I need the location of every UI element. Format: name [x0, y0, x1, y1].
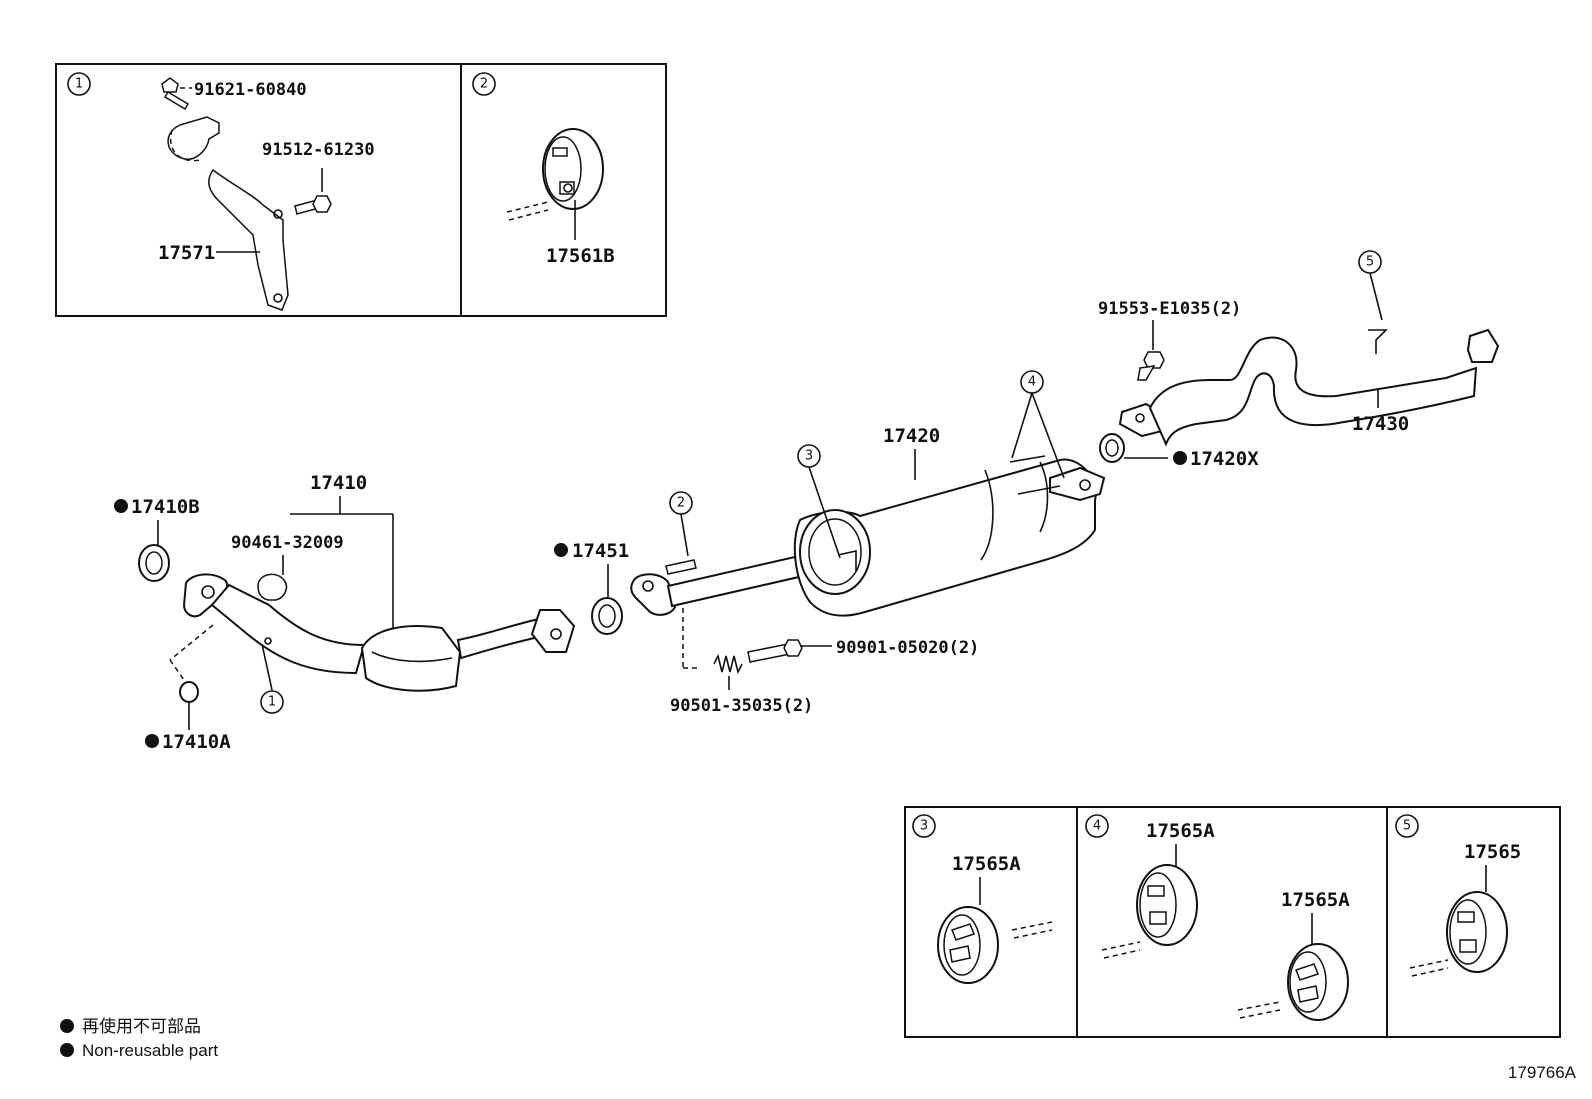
legend: 再使用不可部品 Non-reusable part: [60, 1016, 218, 1060]
non-reusable-mark: [60, 1019, 74, 1033]
detail-3: 3 17565A: [912, 814, 1053, 984]
part-label-17451: 17451: [572, 540, 629, 562]
part-label-91621: 91621-60840: [194, 80, 307, 100]
clamp-90461: 90461-32009: [231, 533, 344, 601]
bolt-90901: 90901-05020(2): [747, 638, 979, 663]
bracket-17571-icon: [208, 168, 289, 311]
part-label-17430: 17430: [1352, 413, 1409, 435]
bolt-91553: 91553-E1035(2): [1098, 299, 1241, 381]
callout-2-label: 2: [480, 77, 488, 92]
nut-17410A-icon: [179, 681, 199, 703]
part-label-91553: 91553-E1035(2): [1098, 299, 1241, 319]
callout-3-label: 3: [920, 819, 928, 834]
part-label-90901: 90901-05020(2): [836, 638, 979, 658]
tail-pipe-17430: 5 17430: [1118, 250, 1500, 447]
non-reusable-mark: [1173, 451, 1187, 465]
part-label-17420: 17420: [883, 425, 940, 447]
tail-tip-icon: [1466, 328, 1500, 363]
detail-box-1-2: [55, 63, 667, 317]
callout-2-main-label: 2: [677, 496, 685, 511]
clamp-90461-icon: [257, 573, 288, 601]
non-reusable-mark: [114, 499, 128, 513]
bolt-90901-icon: [747, 643, 791, 663]
part-label-17571: 17571: [158, 242, 215, 264]
spring-90501-icon: [713, 653, 743, 675]
rubber-hanger-17561B-icon: [542, 128, 604, 210]
tail-pipe-icon: [1148, 336, 1478, 447]
bolt-91512-icon: [294, 195, 332, 215]
muffler-body-icon: [793, 458, 1097, 617]
detail-4: 4 17565A 17565A: [1085, 814, 1350, 1021]
part-label-17565-detail-5: 17565: [1464, 841, 1521, 863]
clamp-icon: [167, 116, 220, 162]
callout-2-circle: [472, 72, 496, 96]
part-label-17420X: 17420X: [1190, 448, 1259, 470]
part-label-91512: 91512-61230: [262, 140, 375, 160]
bolt-91621-icon: [161, 77, 190, 111]
detail-2: 2 17561B: [472, 72, 615, 267]
part-label-17565A-detail-3: 17565A: [952, 853, 1021, 875]
callout-4-label: 4: [1093, 819, 1101, 834]
detail-box-3-4-5: [904, 806, 1561, 1038]
part-label-90461: 90461-32009: [231, 533, 344, 553]
part-label-17565A-detail-4a: 17565A: [1146, 820, 1215, 842]
figure-id: 179766A: [1508, 1063, 1577, 1082]
catalyst-icon: [360, 625, 462, 692]
legend-text-en: Non-reusable part: [82, 1041, 218, 1060]
callout-5-label: 5: [1403, 819, 1411, 834]
non-reusable-mark: [60, 1043, 74, 1057]
callout-1-circle: [67, 72, 91, 96]
callout-1-main: 1: [260, 643, 284, 714]
callout-5-main-label: 5: [1366, 255, 1374, 270]
front-pipe-icon: [210, 583, 366, 675]
part-label-17565A-detail-4b: 17565A: [1281, 889, 1350, 911]
callout-1-label: 1: [75, 77, 83, 92]
legend-text-jp: 再使用不可部品: [82, 1016, 201, 1036]
part-label-17561B: 17561B: [546, 245, 615, 267]
rubber-hanger-17565A-icon: [1287, 943, 1349, 1021]
gasket-17420X: 17420X: [1099, 433, 1259, 470]
bolt-91553-icon: [1143, 351, 1165, 369]
rubber-hanger-17565A-icon: [937, 906, 999, 984]
muffler-assembly-17420: 2 17420 3 4: [630, 370, 1106, 669]
nut-17410A: 17410A: [145, 681, 231, 753]
callout-3-main-label: 3: [805, 449, 813, 464]
callout-1-main-label: 1: [268, 695, 276, 710]
non-reusable-mark: [145, 734, 159, 748]
gasket-17410B: 17410B: [114, 496, 200, 582]
part-label-17410A: 17410A: [162, 731, 231, 753]
front-pipe-17410: 17410: [182, 472, 576, 692]
detail-1: 1 91621-60840 91512-61230 17571: [67, 72, 375, 311]
gasket-17451: 17451: [554, 540, 629, 635]
detail-5: 5 17565: [1395, 814, 1521, 977]
rubber-hanger-17565A-icon: [1136, 864, 1198, 946]
callout-4-main-label: 4: [1028, 375, 1036, 390]
part-label-90501: 90501-35035(2): [670, 696, 813, 716]
part-label-17410B: 17410B: [131, 496, 200, 518]
part-label-17410: 17410: [310, 472, 367, 494]
spring-90501: 90501-35035(2): [670, 653, 813, 716]
non-reusable-mark: [554, 543, 568, 557]
rubber-hanger-17565-icon: [1446, 891, 1508, 973]
